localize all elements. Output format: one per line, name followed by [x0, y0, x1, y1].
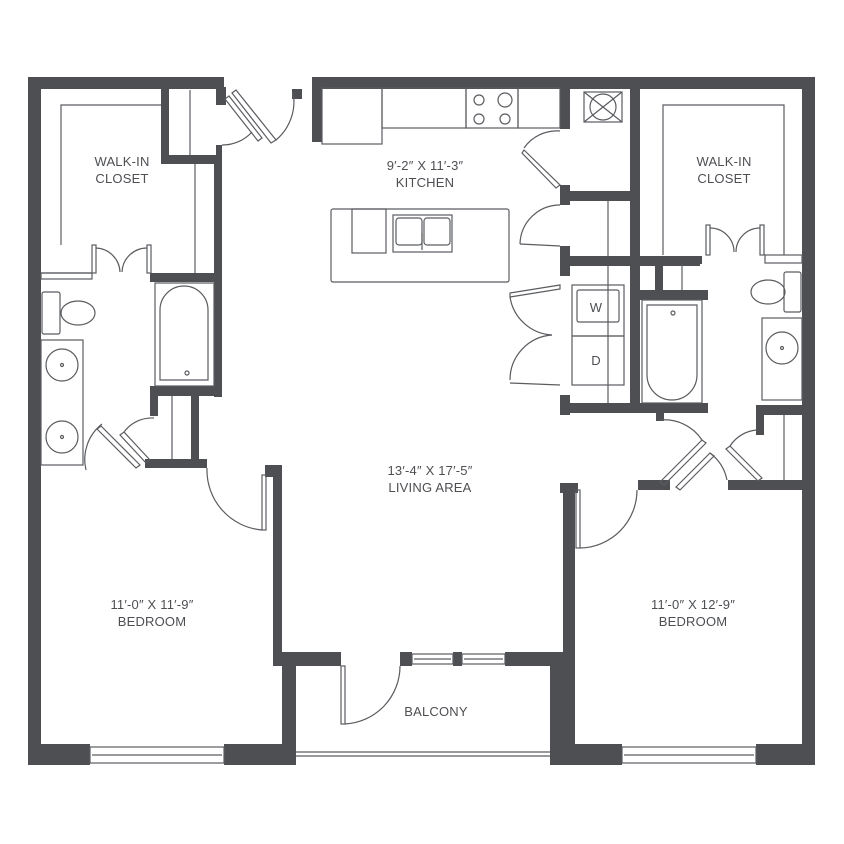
bathtub-icon — [159, 285, 209, 381]
wall-top-left — [28, 77, 224, 89]
room-label-walk-in-closet-left: WALK-IN CLOSET — [94, 154, 150, 186]
room-label-walk-in-closet-right: WALK-IN CLOSET — [696, 154, 752, 186]
water-heater-icon — [583, 91, 623, 123]
wall-bottom-left-a — [28, 744, 90, 765]
fixtures — [40, 87, 803, 764]
room-label-bedroom-right: 11′-0″ X 12′-9″ BEDROOM — [650, 597, 736, 629]
washer-label: W — [589, 300, 603, 315]
dryer-label: D — [591, 353, 601, 368]
wall-right — [802, 77, 815, 765]
wall-bottom-left-b — [224, 744, 296, 765]
room-label-bedroom-left: 11′-0″ X 11′-9″ BEDROOM — [110, 597, 194, 629]
lavatory-sink-icon — [45, 348, 79, 382]
wall-bottom-right-b — [756, 744, 815, 765]
walls — [28, 77, 815, 765]
wall-top-right — [312, 77, 814, 89]
room-label-living-area: 13′-4″ X 17′-5″ LIVING AREA — [387, 463, 473, 495]
toilet-icon — [41, 291, 61, 335]
room-label-balcony: BALCONY — [404, 704, 468, 719]
sink-icon — [392, 214, 453, 253]
stove-icon — [465, 87, 519, 129]
wall-left — [28, 77, 41, 765]
room-label-kitchen: 9′-2″ X 11′-3″ KITCHEN — [386, 158, 464, 190]
